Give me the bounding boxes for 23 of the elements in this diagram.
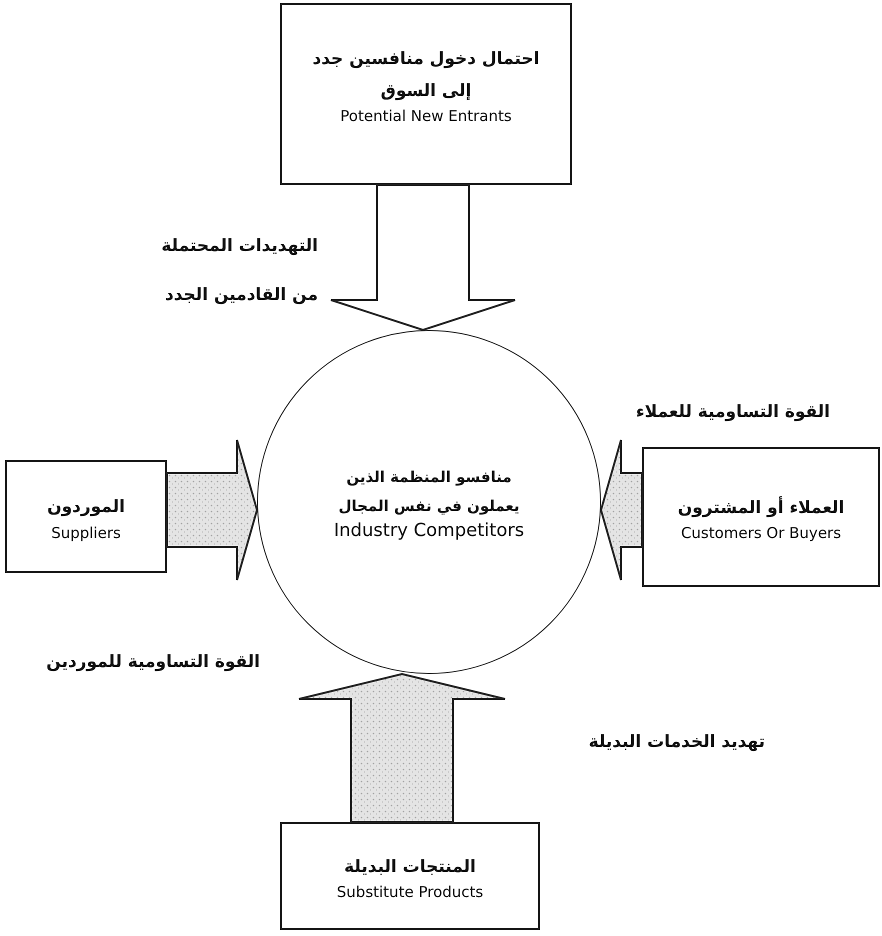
process-box <box>280 3 572 185</box>
arabic-label: المنتجات البديلة <box>344 856 476 879</box>
arabic-label: العملاء أو المشترون <box>678 495 844 520</box>
english-label: Industry Competitors <box>334 520 524 541</box>
force-label: القوة التساومية للعملاء <box>634 401 830 424</box>
block-arrow <box>298 672 506 823</box>
arabic-label: احتمال دخول منافسين جدد إلى السوق <box>311 48 540 103</box>
english-label: Potential New Entrants <box>340 107 512 126</box>
block-arrow <box>330 184 516 332</box>
process-box <box>280 822 540 930</box>
block-arrow <box>166 439 258 581</box>
force-label: القوة التساومية للموردين <box>45 651 260 674</box>
arabic-label: منافسو المنظمة الذين يعملون في نفس المجال <box>337 467 521 517</box>
english-label: Substitute Products <box>336 883 484 902</box>
arabic-label: الموردون <box>47 496 125 520</box>
competitors-circle <box>257 330 601 674</box>
force-label: التهديدات المحتملة من القادمين الجدد <box>160 235 318 308</box>
process-box <box>5 460 167 573</box>
force-label: تهديد الخدمات البديلة <box>588 731 765 754</box>
english-label: Customers Or Buyers <box>680 524 842 542</box>
block-arrow <box>600 439 643 581</box>
process-box <box>642 447 880 587</box>
english-label: Suppliers <box>51 524 121 542</box>
